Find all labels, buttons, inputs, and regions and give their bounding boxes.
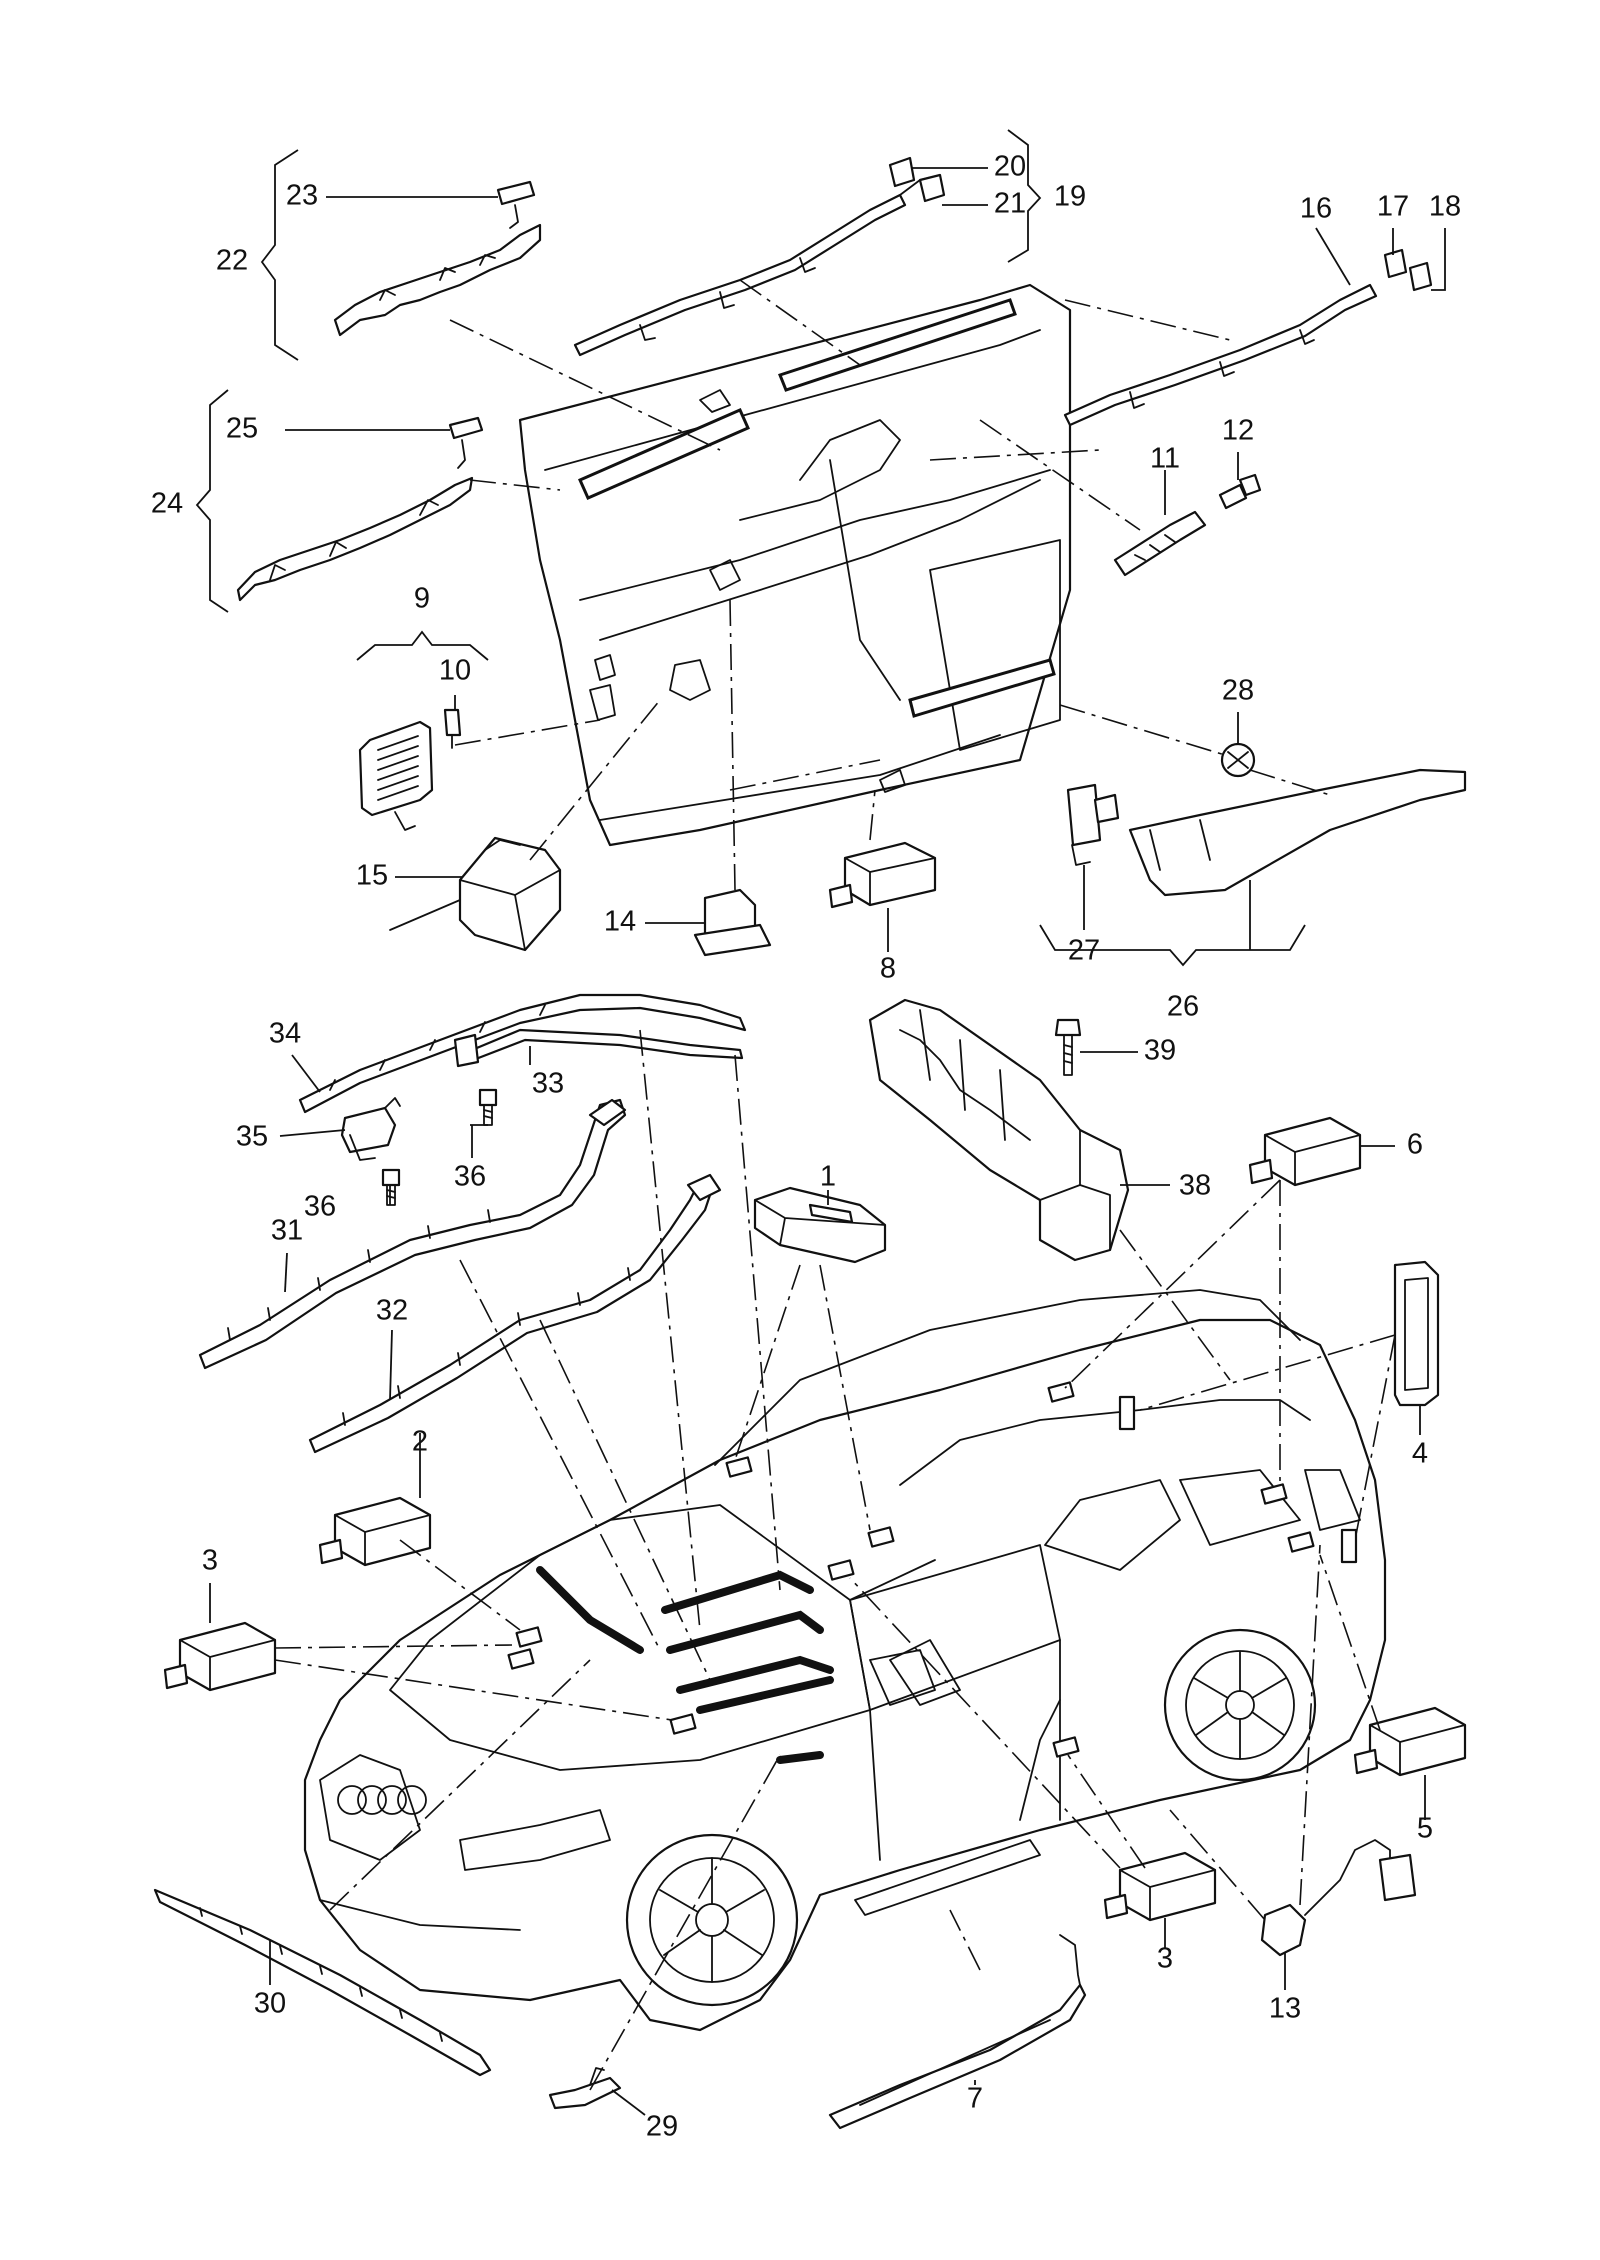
callout-5: 5 <box>1417 1813 1433 1845</box>
part-7-sill-strip <box>828 1934 1087 2130</box>
part-13-sensor <box>1260 1839 1417 1957</box>
part-12-bulb <box>1218 473 1262 510</box>
part-32-harness <box>308 1173 722 1454</box>
callout-35: 35 <box>236 1121 268 1153</box>
callout-7: 7 <box>967 2083 983 2115</box>
part-39-screw <box>1054 1018 1082 1076</box>
callout-20: 20 <box>994 151 1026 183</box>
callout-25: 25 <box>226 413 258 445</box>
part-10-bulb <box>443 708 462 749</box>
part-35-connector <box>340 1097 401 1161</box>
part-1-lamp <box>753 1186 887 1264</box>
door-trim-panel <box>518 283 1072 847</box>
part-36-screw-lower <box>381 1168 401 1206</box>
part-6-lamp <box>1248 1116 1362 1187</box>
part-38-bracket <box>868 998 1130 1262</box>
callout-16: 16 <box>1300 193 1332 225</box>
callout-23: 23 <box>286 180 318 212</box>
part-28-clip <box>1220 742 1256 778</box>
callout-32: 32 <box>376 1295 408 1327</box>
part-27-socket <box>1066 783 1120 866</box>
braces <box>195 129 1306 967</box>
part-34-strip <box>298 993 747 1114</box>
part-3-lamp-right <box>1103 1851 1217 1922</box>
callout-29: 29 <box>646 2111 678 2143</box>
part-18-connector <box>1408 261 1433 292</box>
callout-28: 28 <box>1222 675 1254 707</box>
part-2-lamp <box>318 1496 432 1567</box>
part-3-lamp-left <box>163 1621 277 1692</box>
callout-39: 39 <box>1144 1035 1176 1067</box>
part-30-strip <box>153 1888 492 2077</box>
callout-36-upper: 36 <box>454 1161 486 1193</box>
callout-22: 22 <box>216 245 248 277</box>
part-25-connector <box>448 416 484 469</box>
callout-11: 11 <box>1150 443 1180 475</box>
part-8-lamp <box>828 841 937 909</box>
callout-33: 33 <box>532 1068 564 1100</box>
callout-1: 1 <box>820 1161 836 1193</box>
callout-19: 19 <box>1054 181 1086 213</box>
callout-31: 31 <box>271 1215 303 1247</box>
callout-34: 34 <box>269 1018 301 1050</box>
callout-labels: 1 2 3 3 4 5 6 7 8 9 10 11 12 13 14 15 16… <box>151 151 1461 2143</box>
part-26-trim <box>1128 768 1467 897</box>
callout-27: 27 <box>1068 935 1100 967</box>
callout-38: 38 <box>1179 1170 1211 1202</box>
part-4-lamp <box>1393 1260 1440 1407</box>
callout-3-left: 3 <box>202 1545 218 1577</box>
callout-10: 10 <box>439 655 471 687</box>
part-22-harness <box>333 223 542 337</box>
part-21-connector <box>918 173 946 203</box>
part-15-control-unit <box>389 836 562 952</box>
callout-26: 26 <box>1167 991 1199 1023</box>
callout-8: 8 <box>880 953 896 985</box>
callout-9: 9 <box>414 583 430 615</box>
callout-18: 18 <box>1429 191 1461 223</box>
part-9-lamp <box>358 720 434 831</box>
callout-24: 24 <box>151 488 183 520</box>
callout-17: 17 <box>1377 191 1409 223</box>
part-11-bulb-holder <box>1113 510 1207 577</box>
callout-36-lower: 36 <box>304 1191 336 1223</box>
callout-15: 15 <box>356 860 388 892</box>
callout-14: 14 <box>604 906 636 938</box>
leader-lines <box>209 167 1446 2116</box>
part-5-lamp <box>1353 1706 1467 1777</box>
part-20-connector <box>888 156 916 188</box>
part-16-strip <box>1063 283 1378 427</box>
part-17-connector <box>1383 248 1408 279</box>
part-33-harness <box>453 1028 744 1068</box>
vehicle-lamp-markers <box>507 1381 1358 1758</box>
callout-21: 21 <box>994 188 1026 220</box>
part-24-harness <box>236 476 474 602</box>
callout-2: 2 <box>412 1426 428 1458</box>
callout-4: 4 <box>1412 1438 1428 1470</box>
connection-lines <box>274 279 1396 2091</box>
part-14-lamp <box>693 888 772 957</box>
callout-6: 6 <box>1407 1129 1423 1161</box>
part-31-harness <box>198 1098 627 1370</box>
callout-12: 12 <box>1222 415 1254 447</box>
callout-3-right: 3 <box>1157 1943 1173 1975</box>
part-29-lamp <box>548 2067 622 2110</box>
part-23-connector <box>496 180 536 229</box>
part-36-screw-upper <box>478 1088 498 1126</box>
callout-30: 30 <box>254 1988 286 2020</box>
callout-13: 13 <box>1269 1993 1301 2025</box>
